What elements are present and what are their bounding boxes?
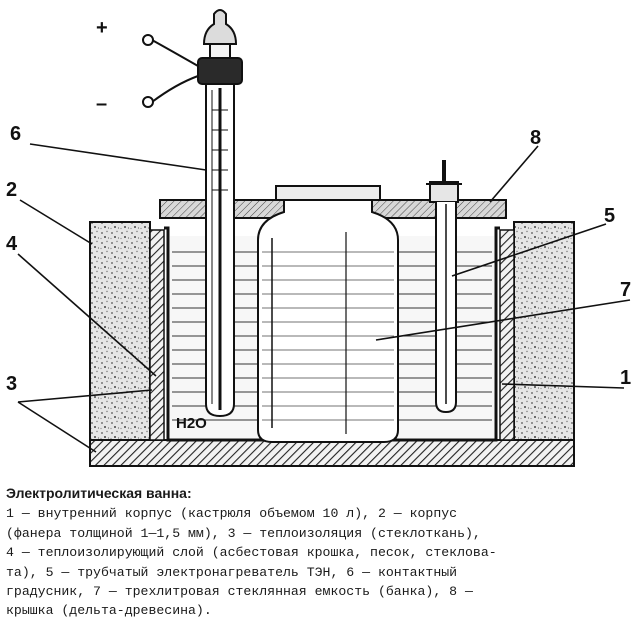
leader-lines: [17, 143, 631, 453]
water-label: H2O: [176, 415, 207, 432]
callout-1: 1: [620, 367, 631, 389]
right-wall-insulation: [499, 229, 515, 441]
contact-thermometer: [142, 9, 243, 418]
caption-line: крышка (дельта-древесина).: [6, 603, 212, 619]
plus-sign: +: [96, 17, 108, 39]
left-wall-insulation: [149, 229, 165, 441]
glass-jar: [257, 185, 399, 443]
caption: Электролитическая ванна: 1 — внутренний …: [6, 484, 638, 621]
caption-line: 1 — внутренний корпус (кастрюля объемом …: [6, 506, 458, 522]
callout-5: 5: [604, 205, 615, 227]
left-insulating-layer: [89, 221, 151, 441]
callout-4: 4: [6, 233, 18, 255]
callout-6: 6: [10, 123, 21, 145]
bottom-insulation: [89, 439, 575, 467]
callout-2: 2: [6, 179, 17, 201]
caption-title: Электролитическая ванна:: [6, 485, 192, 501]
electrolytic-bath-diagram: + – H2O 6 2 4 3 8 5 7 1: [6, 9, 631, 467]
caption-line: та), 5 — трубчатый электронагреватель ТЭ…: [6, 564, 458, 580]
caption-line: 4 — теплоизолирующий слой (асбестовая кр…: [6, 545, 497, 561]
minus-sign: –: [96, 93, 107, 115]
callout-8: 8: [530, 127, 541, 149]
right-insulating-layer: [513, 221, 575, 441]
caption-line: градусник, 7 — трехлитровая стеклянная е…: [6, 584, 473, 600]
tubular-heater: [426, 160, 462, 414]
caption-line: (фанера толщиной 1—1,5 мм), 3 — теплоизо…: [6, 525, 481, 541]
callout-3: 3: [6, 373, 17, 395]
callout-7: 7: [620, 279, 631, 301]
